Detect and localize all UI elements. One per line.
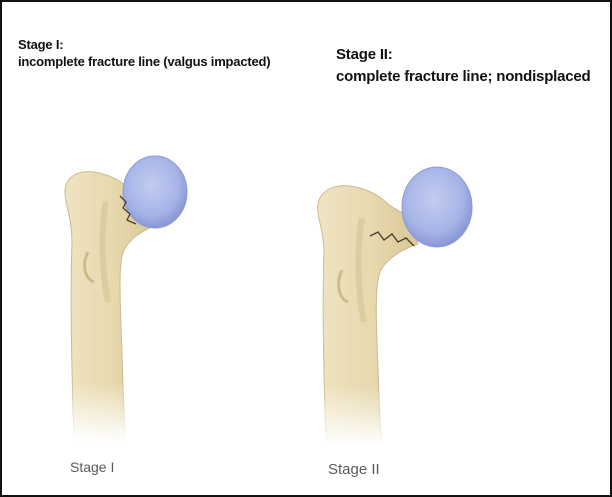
stage1-femoral-head bbox=[123, 156, 187, 228]
stage1-caption: Stage I bbox=[70, 459, 114, 475]
stage2-caption: Stage II bbox=[328, 461, 380, 478]
stage2-femoral-head bbox=[402, 167, 472, 247]
stage2-femur bbox=[314, 167, 472, 446]
stage1-femur bbox=[62, 156, 187, 442]
